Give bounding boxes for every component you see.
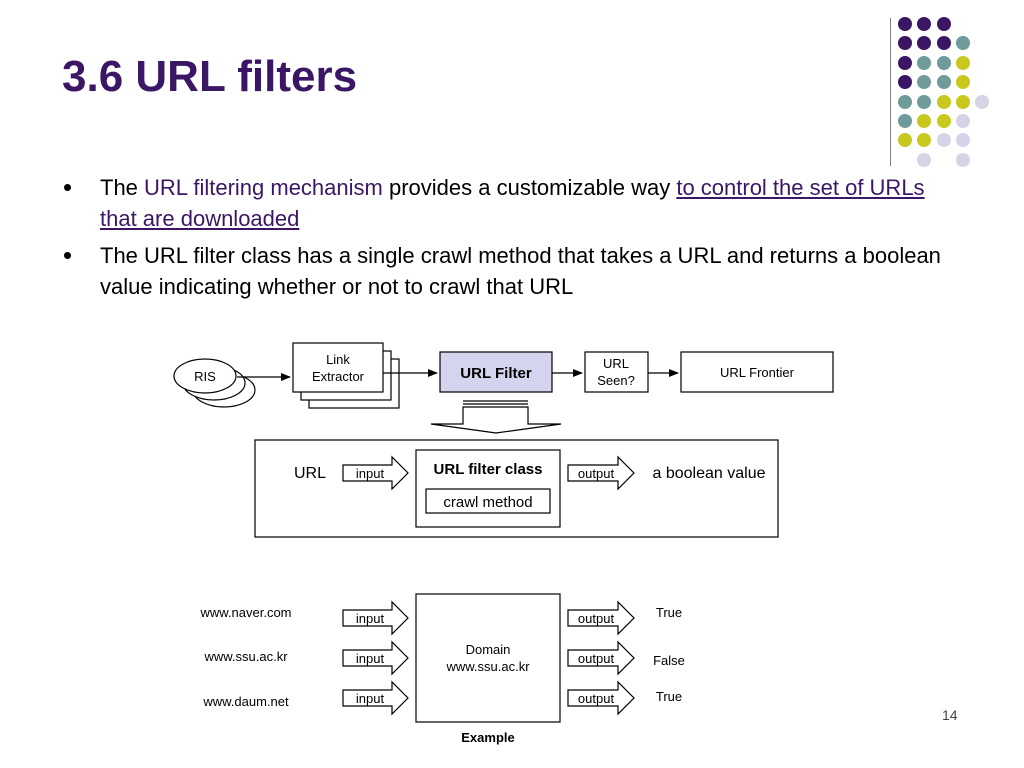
- filter-output-label: output: [578, 466, 615, 481]
- example-output-label: output: [578, 611, 615, 626]
- url-seen-node: URL Seen?: [584, 351, 649, 393]
- crawl-method-box: [425, 488, 551, 514]
- example-output-arrow: output: [567, 640, 635, 676]
- filter-output-arrow: output: [567, 455, 635, 491]
- decorative-dot: [898, 36, 912, 51]
- bullet-item: The URL filter class has a single crawl …: [62, 240, 967, 302]
- page-number: 14: [942, 707, 958, 723]
- example-input-arrow: input: [342, 600, 409, 636]
- expand-down-arrow: [430, 400, 562, 434]
- decorative-dot: [955, 36, 970, 51]
- ris-node: RIS: [173, 358, 256, 408]
- divider-line: [890, 18, 891, 166]
- bullet-2-text: The URL filter class has a single crawl …: [100, 243, 941, 299]
- bullet-1-middle: provides a customizable way: [382, 175, 677, 200]
- decorative-dot: [898, 17, 912, 31]
- bullet-item: The URL filtering mechanism provides a c…: [62, 172, 967, 234]
- example-url: www.daum.net: [202, 694, 289, 709]
- decorative-dot: [917, 114, 932, 128]
- example-output-arrow: output: [567, 600, 635, 636]
- decorative-dot: [898, 55, 912, 70]
- filter-result-label: a boolean value: [653, 465, 766, 482]
- ris-label: RIS: [194, 369, 216, 384]
- url-filter-class-label: URL filter class: [434, 461, 543, 478]
- url-seen-label-1: URL: [603, 356, 629, 371]
- example-result: True: [656, 605, 682, 620]
- example-output-label: output: [578, 651, 615, 666]
- decorative-dot: [936, 114, 951, 128]
- example-input-arrow: input: [342, 680, 409, 716]
- decorative-dot: [917, 17, 932, 31]
- example-caption: Example: [461, 730, 514, 745]
- decorative-dot: [898, 133, 912, 148]
- example-result: True: [656, 689, 682, 704]
- decorative-dot: [936, 36, 951, 51]
- link-extractor-label-1: Link: [326, 352, 350, 367]
- domain-label-2: www.ssu.ac.kr: [445, 659, 530, 674]
- filter-url-label: URL: [294, 465, 326, 482]
- decorative-dot: [898, 75, 912, 90]
- bullet-list: The URL filtering mechanism provides a c…: [62, 172, 967, 308]
- example-input-label: input: [356, 651, 385, 666]
- decorative-dot: [917, 36, 932, 51]
- example-url: www.naver.com: [199, 605, 291, 620]
- url-frontier-label: URL Frontier: [720, 365, 795, 380]
- decorative-dot: [917, 133, 932, 148]
- example-input-arrow: input: [342, 640, 409, 676]
- decorative-dot: [917, 55, 932, 70]
- slide-title: 3.6 URL filters: [62, 52, 358, 101]
- decorative-dot: [898, 94, 912, 109]
- bullet-1-prefix: The: [100, 175, 145, 200]
- bullet-dot-icon: [64, 184, 71, 191]
- decorative-dot: [936, 94, 951, 109]
- decorative-dot: [917, 94, 932, 109]
- decorative-dot: [936, 55, 951, 70]
- decorative-dot: [955, 114, 970, 128]
- link-extractor-node: Link Extractor: [292, 342, 400, 409]
- decorative-dot: [936, 75, 951, 90]
- crawl-method-label: crawl method: [443, 494, 532, 511]
- filter-input-arrow: input: [342, 455, 409, 491]
- decorative-dot: [955, 94, 970, 109]
- domain-filter-box: [415, 593, 561, 723]
- decorative-dot: [975, 94, 990, 109]
- decorative-dot: [936, 17, 951, 31]
- decorative-dot: [955, 133, 970, 148]
- filter-input-label: input: [356, 466, 385, 481]
- url-filter-node: URL Filter: [439, 351, 553, 393]
- decorative-dot: [955, 55, 970, 70]
- example-input-label: input: [356, 691, 385, 706]
- example-output-label: output: [578, 691, 615, 706]
- decorative-dot: [955, 152, 970, 167]
- decorative-dot: [955, 75, 970, 90]
- example-output-arrow: output: [567, 680, 635, 716]
- domain-label-1: Domain: [466, 642, 511, 657]
- url-seen-label-2: Seen?: [597, 373, 635, 388]
- example-input-label: input: [356, 611, 385, 626]
- decorative-dot: [917, 152, 932, 167]
- example-result: False: [653, 653, 685, 668]
- bullet-1-link[interactable]: to control the set of URLs that are down…: [100, 175, 925, 231]
- bullet-1-highlight: URL filtering mechanism: [144, 175, 383, 200]
- url-filter-label: URL Filter: [460, 365, 532, 382]
- link-extractor-label-2: Extractor: [312, 369, 365, 384]
- decorative-dot: [917, 75, 932, 90]
- decorative-dot: [936, 133, 951, 148]
- example-url: www.ssu.ac.kr: [203, 649, 288, 664]
- decorative-dot: [898, 114, 912, 128]
- url-frontier-node: URL Frontier: [680, 351, 834, 393]
- bullet-dot-icon: [64, 252, 71, 259]
